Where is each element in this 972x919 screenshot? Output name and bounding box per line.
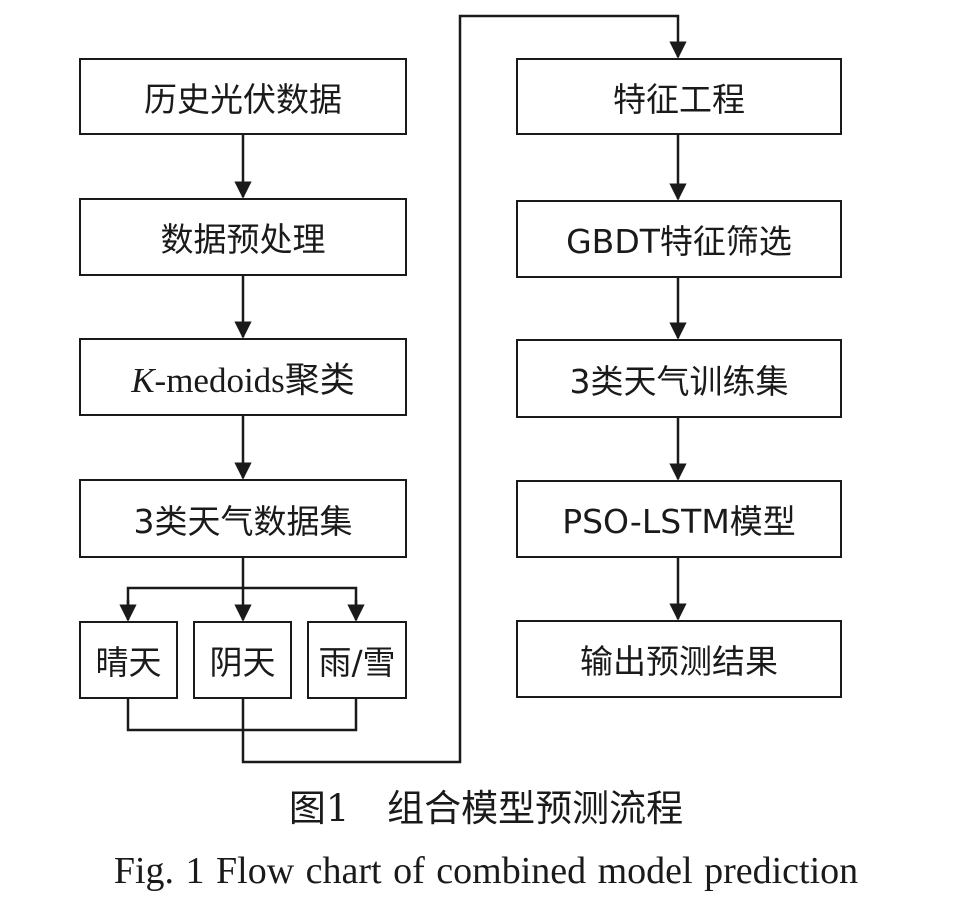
box-output-results: 输出预测结果	[516, 620, 842, 698]
figure-caption-english: Fig. 1 Flow chart of combined model pred…	[113, 850, 859, 892]
label-rain-snow: 雨/雪	[318, 643, 396, 682]
label-kmedoids-k: K	[131, 360, 155, 400]
label-sunny: 晴天	[95, 643, 162, 682]
label-output-results: 输出预测结果	[580, 642, 778, 681]
label-weather-training-sets: 3类天气训练集	[569, 361, 789, 401]
label-kmedoids-clustering: K-medoids聚类	[131, 352, 355, 403]
box-rain-snow: 雨/雪	[307, 621, 407, 699]
label-feature-engineering: 特征工程	[613, 79, 745, 119]
label-gbdt-feature-selection: GBDT特征筛选	[566, 222, 792, 261]
box-kmedoids-clustering: K-medoids聚类	[79, 338, 407, 416]
label-cloudy: 阴天	[209, 643, 276, 682]
label-historical-pv-data: 历史光伏数据	[144, 79, 342, 119]
box-historical-pv-data: 历史光伏数据	[79, 58, 407, 135]
figure-caption-chinese: 图1 组合模型预测流程	[288, 787, 684, 830]
box-feature-engineering: 特征工程	[516, 58, 842, 135]
box-weather-dataset: 3类天气数据集	[79, 479, 407, 558]
label-weather-dataset: 3类天气数据集	[133, 501, 353, 541]
box-data-preprocessing: 数据预处理	[79, 198, 407, 276]
box-pso-lstm-model: PSO-LSTM模型	[516, 480, 842, 558]
box-cloudy: 阴天	[193, 621, 292, 699]
label-pso-lstm-model: PSO-LSTM模型	[562, 502, 796, 541]
label-kmedoids-rest: -medoids聚类	[154, 360, 355, 400]
label-data-preprocessing: 数据预处理	[160, 220, 326, 259]
box-gbdt-feature-selection: GBDT特征筛选	[516, 200, 842, 278]
box-sunny: 晴天	[79, 621, 178, 699]
box-weather-training-sets: 3类天气训练集	[516, 339, 842, 418]
route-to-feature-engineering	[241, 14, 687, 764]
